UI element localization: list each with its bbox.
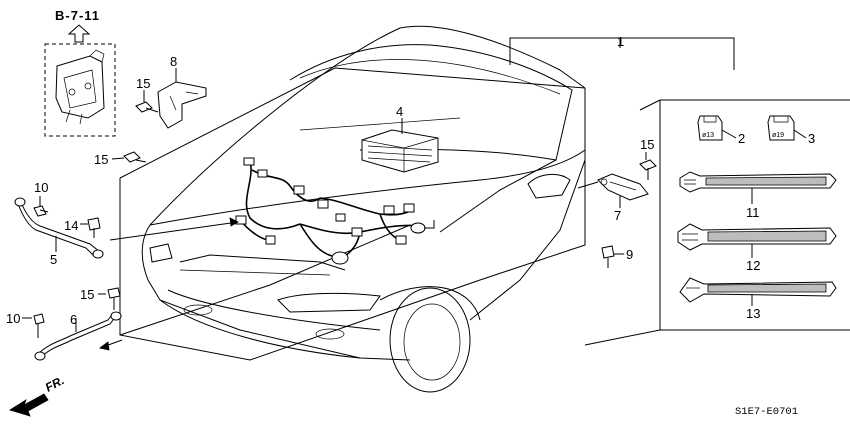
part-label-15-b: 15 [94, 152, 108, 167]
reference-label: B-7-11 [55, 8, 100, 23]
bolt-10-lower[interactable] [33, 313, 45, 338]
clip-2-size-mark: ø13 [702, 132, 714, 139]
cable-tie-13[interactable] [679, 277, 837, 303]
part-1-group-bracket [509, 37, 735, 70]
part-5-ground-cable[interactable] [14, 197, 104, 259]
cable-tie-11[interactable] [679, 171, 837, 193]
bolt-15-top[interactable] [135, 101, 159, 113]
bolt-14[interactable] [87, 217, 101, 238]
part-label-10-b: 10 [6, 311, 20, 326]
reference-frame [44, 43, 116, 137]
part-label-2: 2 [738, 131, 745, 146]
bolt-15-lower[interactable] [107, 287, 121, 310]
part-label-15-d: 15 [80, 287, 94, 302]
part-label-6: 6 [70, 312, 77, 327]
part-label-14: 14 [64, 218, 78, 233]
part-label-15-a: 15 [136, 76, 150, 91]
part-7-bracket[interactable] [597, 173, 649, 201]
diagram-code: S1E7-E0701 [735, 406, 798, 418]
part-label-15-c: 15 [640, 137, 654, 152]
bolt-15-left[interactable] [123, 151, 147, 163]
bracket-inset-drawing [55, 49, 105, 125]
clip-3-size-mark: ø19 [772, 132, 784, 139]
engine-bay-frame [119, 67, 586, 361]
part-label-4: 4 [396, 104, 403, 119]
clip-19mm[interactable]: ø19 [767, 115, 795, 141]
clip-13mm[interactable]: ø13 [697, 115, 723, 141]
part-label-13: 13 [746, 306, 760, 321]
part-label-11: 11 [746, 205, 760, 220]
clip-parts-frame [584, 99, 850, 346]
bolt-10-upper[interactable] [33, 205, 49, 217]
part-label-7: 7 [614, 208, 621, 223]
part-label-5: 5 [50, 252, 57, 267]
front-direction-indicator: FR. [9, 373, 67, 417]
part-label-8: 8 [170, 54, 177, 69]
part-4-module[interactable] [361, 129, 439, 173]
bolt-9[interactable] [601, 245, 615, 268]
vehicle-front-outline [141, 25, 586, 393]
part-6-ground-cable[interactable] [34, 311, 122, 361]
part-label-9: 9 [626, 247, 633, 262]
part-8-bracket[interactable] [157, 81, 207, 129]
part-label-1: 1 [617, 34, 624, 49]
leader-part-7 [577, 181, 599, 189]
leader-harness-left [109, 221, 239, 241]
front-direction-label: FR. [43, 373, 67, 394]
front-arrow-icon [9, 393, 49, 417]
bolt-15-right[interactable] [639, 159, 657, 180]
reference-inset[interactable]: B-7-11 [44, 8, 116, 137]
part-label-12: 12 [746, 258, 760, 273]
part-label-10-a: 10 [34, 180, 48, 195]
part-label-3: 3 [808, 131, 815, 146]
up-arrow-icon [67, 24, 91, 43]
cable-tie-12[interactable] [677, 223, 837, 251]
engine-wire-harness[interactable] [235, 157, 426, 265]
